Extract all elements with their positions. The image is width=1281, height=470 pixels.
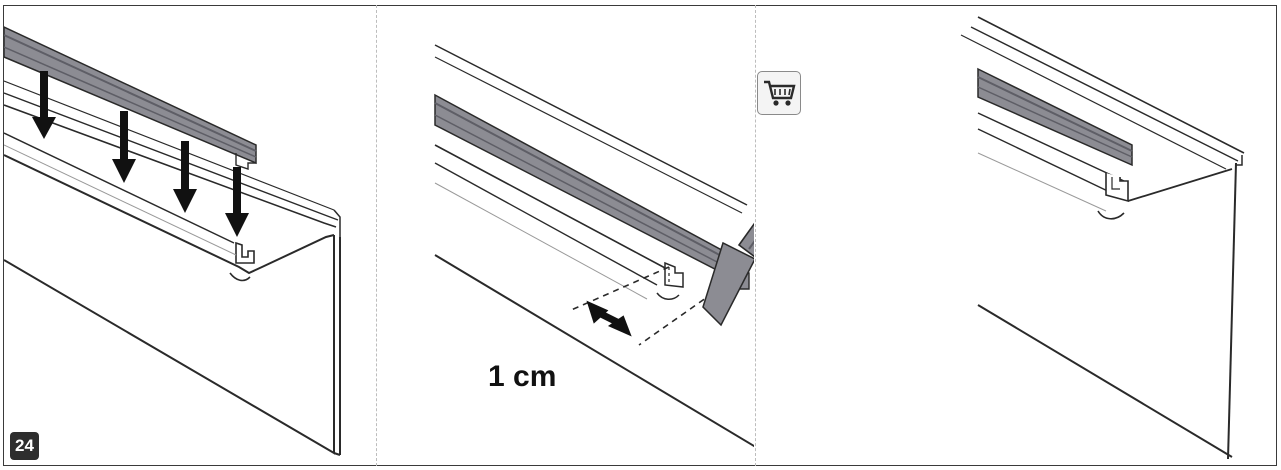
panel-divider: [755, 5, 756, 466]
panel-step-cut-strip: [377, 5, 754, 466]
diagram-frame: [3, 5, 1277, 466]
panel-2-drawing: [434, 44, 754, 448]
panel-divider: [376, 5, 377, 466]
panel-3-drawing: [960, 16, 1245, 460]
panel-step-finished: [756, 5, 1276, 466]
shopping-cart-icon: [757, 71, 801, 115]
panel-2-rail-top-edge: [434, 44, 748, 206]
panel-1-rail-lower-edge: [4, 154, 335, 275]
down-arrow-icon: [112, 111, 136, 183]
double-arrow-icon: [586, 300, 632, 337]
panel-2-face-edge: [434, 254, 754, 448]
panel-1-channel-profile: [235, 241, 255, 264]
down-arrow-icon: [225, 167, 249, 237]
saw-blade-icon: [702, 222, 754, 327]
step-number-badge: 24: [10, 432, 39, 460]
panel-3-face-edge: [977, 304, 1233, 458]
panel-1-rail-top-edge: [4, 104, 337, 228]
panel-1-face-edge: [4, 235, 335, 455]
down-arrow-icon: [173, 141, 197, 213]
panel-3-rail-top-edge: [977, 16, 1245, 154]
measurement-label: 1 cm: [488, 360, 557, 393]
down-arrow-icon: [32, 71, 56, 139]
panel-step-insert-strip: [4, 5, 376, 466]
panel-1-drawing: [4, 26, 341, 456]
